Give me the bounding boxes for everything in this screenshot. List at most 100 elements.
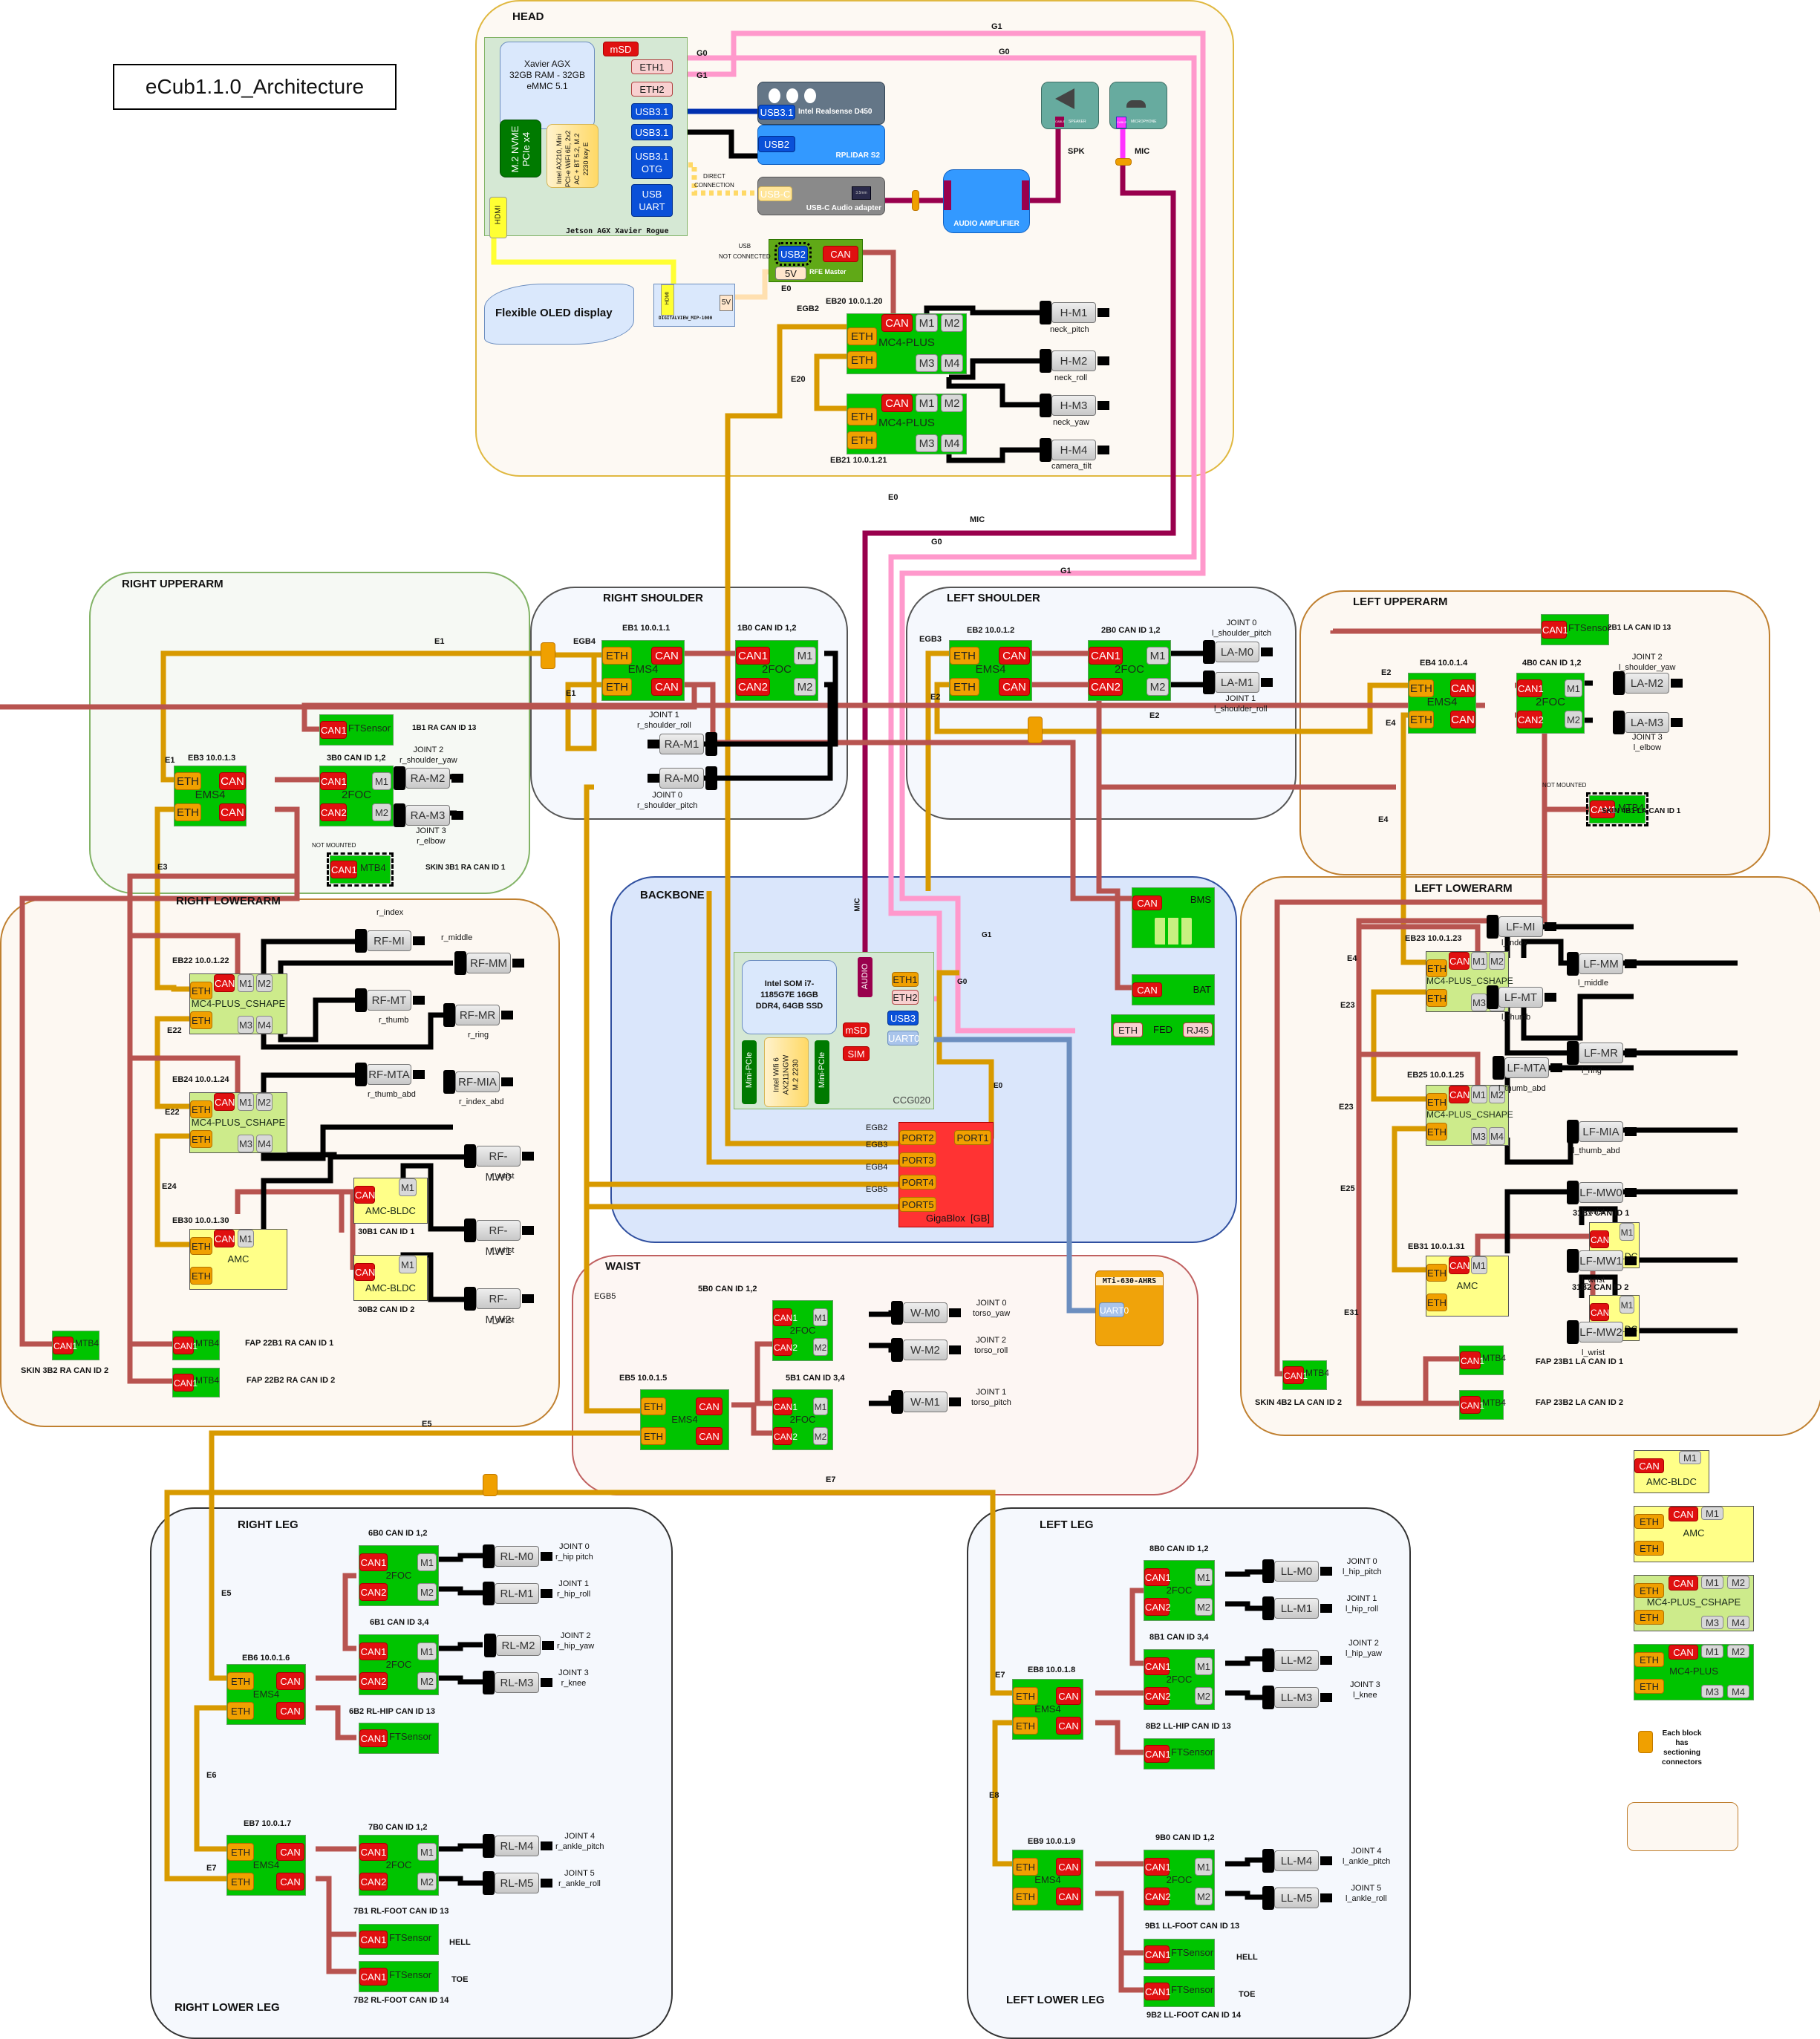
motor-lf-mt[interactable]: LF-MT <box>1487 985 1558 1009</box>
lla-eb23-m1[interactable]: M1 <box>1471 952 1487 970</box>
motor-ll-m5[interactable]: LL-M5 <box>1262 1886 1334 1910</box>
waist-foc0-m2[interactable]: M2 <box>813 1338 828 1356</box>
gigablox-port1[interactable]: PORT1 <box>954 1130 991 1145</box>
eb20-can[interactable]: CAN <box>881 314 913 332</box>
motor-rl-m3[interactable]: RL-M3 <box>483 1671 554 1694</box>
ll-foc2-m2[interactable]: M2 <box>1195 1888 1213 1905</box>
rla-eb24-m2[interactable]: M2 <box>256 1093 273 1111</box>
ccg-audio-port[interactable]: AUDIO <box>858 957 873 997</box>
digitalview-hdmi-port[interactable]: HDMI <box>661 284 674 316</box>
gigablox-port3[interactable]: PORT3 <box>899 1152 936 1167</box>
rua-foc-can1[interactable]: CAN1 <box>320 772 347 790</box>
ls-ems-can2[interactable]: CAN <box>999 678 1030 696</box>
ll-eb8-eth2[interactable]: ETH <box>1013 1717 1038 1735</box>
rla-eb24-eth1[interactable]: ETH <box>190 1100 212 1118</box>
rl-foc1-can1[interactable]: CAN1 <box>359 1642 388 1660</box>
ll-eb9-can2[interactable]: CAN <box>1056 1888 1081 1905</box>
eb20-m3[interactable]: M3 <box>916 354 938 372</box>
eb20-eth1[interactable]: ETH <box>847 327 877 345</box>
motor-rf-mw1[interactable]: RF-MW1 <box>464 1218 535 1258</box>
motor-lf-mw2[interactable]: LF-MW2 <box>1567 1320 1638 1344</box>
rla-eb30-m1[interactable]: M1 <box>238 1230 254 1247</box>
jetson-usb31b-port[interactable]: USB3.1 <box>631 124 673 140</box>
lla-eb23-m3[interactable]: M3 <box>1471 994 1487 1011</box>
ls-foc-can2[interactable]: CAN2 <box>1089 678 1123 696</box>
waist-ems-eth1[interactable]: ETH <box>641 1397 666 1415</box>
rs-ems-can2[interactable]: CAN <box>651 678 682 696</box>
gigablox-port4[interactable]: PORT4 <box>899 1175 936 1190</box>
fed-eth-port[interactable]: ETH <box>1113 1022 1143 1037</box>
motor-rf-mt[interactable]: RF-MT <box>355 988 426 1012</box>
ccg-eth1-port[interactable]: ETH1 <box>892 972 919 987</box>
ll-foc0-can2[interactable]: CAN2 <box>1144 1598 1171 1616</box>
lla-eb25-m2[interactable]: M2 <box>1489 1086 1505 1103</box>
rl-eb6-eth1[interactable]: ETH <box>227 1672 254 1690</box>
waist-foc1-m2[interactable]: M2 <box>813 1427 828 1445</box>
lua-ems-eth1[interactable]: ETH <box>1409 679 1434 697</box>
motor-ra-m3[interactable]: RA-M3 <box>394 803 465 827</box>
ll-foc0-m1[interactable]: M1 <box>1195 1568 1213 1586</box>
ll-foc1-can1[interactable]: CAN1 <box>1144 1657 1171 1675</box>
realsense-usb-port[interactable]: USB3.1 <box>758 105 795 120</box>
lla-eb23-can[interactable]: CAN <box>1449 952 1470 970</box>
microphone-cable[interactable]: CABLE <box>1116 117 1126 128</box>
rla-eb22-m2[interactable]: M2 <box>256 974 273 992</box>
ll-foot1-can1[interactable]: CAN1 <box>1144 1945 1171 1963</box>
motor-ll-m2[interactable]: LL-M2 <box>1262 1648 1334 1672</box>
rfe-can-port[interactable]: CAN <box>823 246 858 262</box>
lla-eb25-m1[interactable]: M1 <box>1471 1086 1487 1103</box>
lla-eb25-eth2[interactable]: ETH <box>1426 1123 1447 1141</box>
rla-eb24-can[interactable]: CAN <box>214 1093 235 1111</box>
imu-uart0-port[interactable]: UART0 <box>1099 1302 1129 1317</box>
motor-rl-m1[interactable]: RL-M1 <box>483 1582 554 1605</box>
motor-ll-m0[interactable]: LL-M0 <box>1262 1559 1334 1583</box>
lla-bldc2-m1[interactable]: M1 <box>1620 1296 1634 1314</box>
lla-eb31-eth1[interactable]: ETH <box>1426 1264 1447 1282</box>
motor-h-m2[interactable]: H-M2 <box>1040 349 1111 373</box>
rs-foc-m2[interactable]: M2 <box>794 678 816 696</box>
rfe-usb2-port[interactable]: USB2 <box>774 242 812 266</box>
lla-eb25-m4[interactable]: M4 <box>1489 1127 1505 1145</box>
rl-foc2-m2[interactable]: M2 <box>417 1873 437 1890</box>
ls-ems-eth2[interactable]: ETH <box>950 678 979 696</box>
motor-rl-m2[interactable]: RL-M2 <box>484 1634 555 1657</box>
rs-ems-eth2[interactable]: ETH <box>602 678 632 696</box>
waist-foc0-can1[interactable]: CAN1 <box>773 1308 798 1326</box>
rl-eb7-eth1[interactable]: ETH <box>227 1843 254 1861</box>
lua-skin-can1[interactable]: CAN1 <box>1590 800 1617 818</box>
rl-foc0-can1[interactable]: CAN1 <box>359 1553 388 1571</box>
ll-foc1-can2[interactable]: CAN2 <box>1144 1687 1171 1705</box>
lla-eb25-can[interactable]: CAN <box>1449 1086 1470 1103</box>
lua-ft-can1[interactable]: CAN1 <box>1542 621 1568 639</box>
eb20-m2[interactable]: M2 <box>941 314 963 332</box>
rplidar-usb-port[interactable]: USB2 <box>758 136 795 152</box>
motor-rl-m0[interactable]: RL-M0 <box>483 1544 554 1568</box>
lla-bldc1-m1[interactable]: M1 <box>1620 1223 1634 1241</box>
rla-eb22-m4[interactable]: M4 <box>256 1016 273 1034</box>
rl-eb6-eth2[interactable]: ETH <box>227 1702 254 1720</box>
ll-hipft-can1[interactable]: CAN1 <box>1144 1745 1171 1763</box>
ls-foc-m2[interactable]: M2 <box>1147 678 1169 696</box>
ccg-sim-port[interactable]: SIM <box>843 1046 870 1061</box>
rla-eb30-eth2[interactable]: ETH <box>190 1267 212 1285</box>
motor-lf-mi[interactable]: LF-MI <box>1487 915 1558 939</box>
usbc-port[interactable]: USB-C <box>758 186 792 201</box>
rl-hipft-can1[interactable]: CAN1 <box>359 1729 388 1747</box>
rua-ft-can1[interactable]: CAN1 <box>320 721 347 739</box>
rs-ems-can1[interactable]: CAN <box>651 647 682 665</box>
lua-foc-m1[interactable]: M1 <box>1565 679 1582 697</box>
waist-foc0-m1[interactable]: M1 <box>813 1308 828 1326</box>
lla-bldc1-can[interactable]: CAN <box>1590 1230 1609 1248</box>
ll-eb8-eth1[interactable]: ETH <box>1013 1687 1038 1705</box>
rla-bldc1-m1[interactable]: M1 <box>399 1178 417 1196</box>
eb21-eth2[interactable]: ETH <box>847 431 877 449</box>
rua-foc-m2[interactable]: M2 <box>372 803 391 821</box>
rs-ems-eth1[interactable]: ETH <box>602 647 632 665</box>
rs-foc-can1[interactable]: CAN1 <box>736 647 770 665</box>
ll-foc2-can1[interactable]: CAN1 <box>1144 1858 1171 1876</box>
amp-connector-in[interactable] <box>944 180 951 210</box>
eb21-m1[interactable]: M1 <box>916 394 938 412</box>
lla-eb25-m3[interactable]: M3 <box>1471 1127 1487 1145</box>
ll-foot2-can1[interactable]: CAN1 <box>1144 1983 1171 2000</box>
waist-foc1-m1[interactable]: M1 <box>813 1397 828 1415</box>
